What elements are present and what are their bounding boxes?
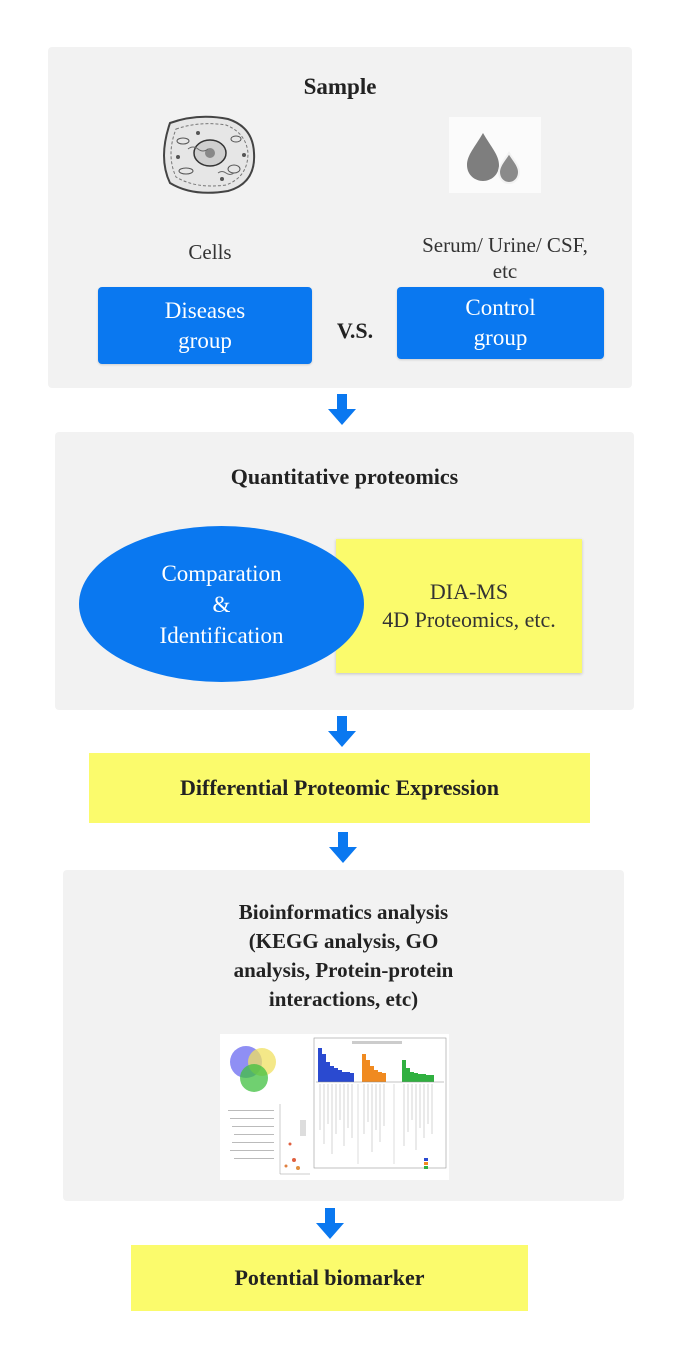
fluid-label: Serum/ Urine/ CSF, etc: [422, 233, 588, 283]
bioinfo-title: Bioinformatics analysis (KEGG analysis, …: [233, 900, 454, 1011]
ellipse-text: Comparation & Identification: [159, 560, 284, 648]
quant-title: Quantitative proteomics: [230, 464, 459, 489]
analysis-figure: [220, 1034, 449, 1180]
comparation-ellipse: Comparation & Identification: [79, 526, 364, 682]
method-box: DIA-MS 4D Proteomics, etc.: [336, 539, 582, 673]
cells-label: Cells: [188, 240, 232, 264]
droplets-icon: [449, 117, 541, 193]
down-arrow-icon: [329, 832, 357, 863]
cell-icon: [163, 115, 256, 194]
differential-box: Differential Proteomic Expression: [89, 753, 590, 823]
sample-title: Sample: [303, 74, 377, 99]
down-arrow-icon: [316, 1208, 344, 1239]
control-group-box: Control group: [397, 287, 604, 359]
down-arrow-icon: [328, 716, 356, 747]
vs-label: V.S.: [336, 318, 374, 343]
biomarker-box: Potential biomarker: [131, 1245, 528, 1311]
down-arrow-icon: [328, 394, 356, 425]
diseases-group-box: Diseases group: [98, 287, 312, 364]
